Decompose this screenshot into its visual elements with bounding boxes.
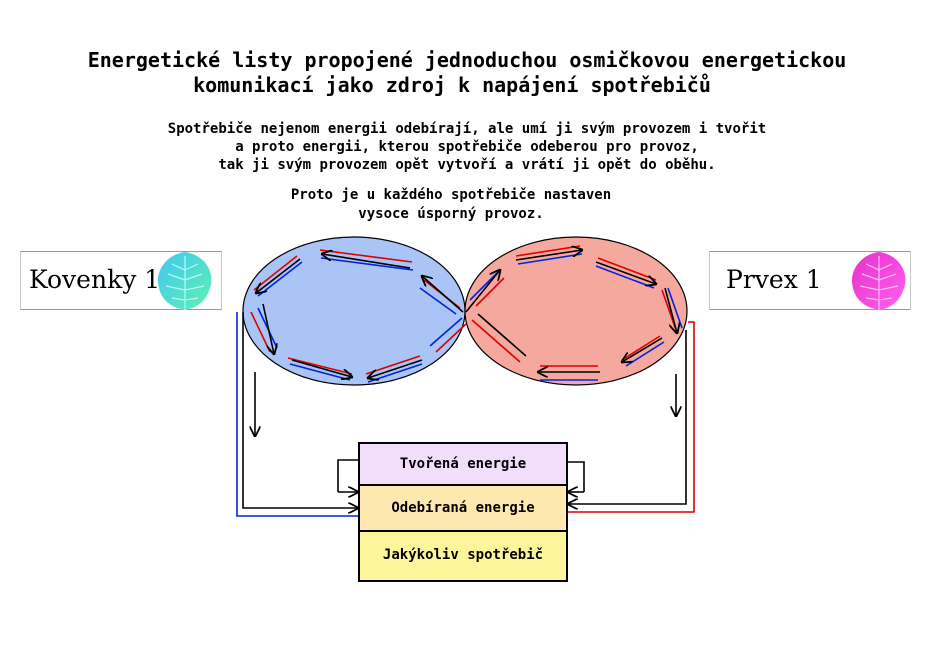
leaf-icon — [851, 252, 906, 310]
description: Spotřebiče nejenom energii odebírají, al… — [0, 120, 934, 174]
left-card-label: Kovenky 1 — [29, 265, 161, 294]
right-energy-loop — [464, 236, 688, 386]
right-feed-line — [568, 321, 695, 513]
right-card-prvex: Prvex 1 — [709, 251, 911, 310]
title-line-1: Energetické listy propojené jednoduchou … — [87, 48, 847, 72]
description-line-3: tak ji svým provozem opět vytvoří a vrát… — [218, 157, 716, 173]
note: Proto je u každého spotřebiče nastaven v… — [0, 186, 902, 224]
right-loop-arrows — [465, 246, 683, 381]
leaf-icon — [157, 252, 212, 310]
down-arrows — [255, 372, 676, 436]
note-line-1: Proto je u každého spotřebiče nastaven — [290, 187, 612, 203]
left-loop-arrows — [250, 250, 467, 383]
device-box: Jakýkoliv spotřebič — [358, 532, 568, 582]
created-energy-box: Tvořená energie — [358, 442, 568, 486]
consumed-energy-box: Odebíraná energie — [358, 486, 568, 532]
description-line-1: Spotřebiče nejenom energii odebírají, al… — [167, 121, 767, 137]
title-line-2: komunikací jako zdroj k napájení spotřeb… — [193, 73, 711, 97]
page-title: Energetické listy propojené jednoduchou … — [0, 48, 934, 98]
right-card-label: Prvex 1 — [726, 265, 822, 294]
left-card-kovenky: Kovenky 1 — [20, 251, 222, 310]
left-feed-line — [236, 312, 358, 517]
note-line-2: vysoce úsporný provoz. — [358, 206, 544, 222]
description-line-2: a proto energii, kterou spotřebiče odebe… — [235, 139, 699, 155]
consumer-block: Tvořená energie Odebíraná energie Jakýko… — [358, 442, 568, 582]
